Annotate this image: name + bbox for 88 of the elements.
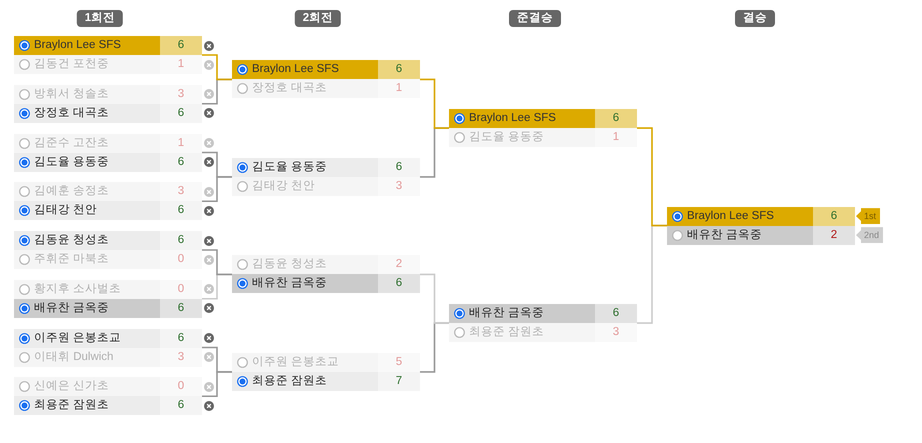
player-name: 김도율 용동중 (469, 130, 544, 146)
player-name: 최용준 잠원초 (252, 374, 328, 389)
match-card (14, 36, 202, 74)
score: 0 (160, 250, 202, 269)
player-name: 김동윤 청성초 (34, 233, 110, 248)
match-card (14, 182, 202, 220)
player-name: 김태강 천안 (252, 178, 316, 194)
bracket-line (420, 274, 449, 324)
score: 6 (160, 328, 202, 348)
player-name: Braylon Lee SFS (469, 111, 556, 126)
match-card (14, 280, 202, 318)
player-name: 배유찬 금옥중 (34, 300, 110, 316)
score: 6 (160, 396, 202, 416)
score: 1 (595, 128, 637, 148)
player-name: Braylon Lee SFS (252, 62, 339, 78)
player-name: 김동윤 청성초 (252, 257, 328, 272)
score: 3 (160, 182, 202, 202)
player-name: 이주원 은봉초교 (252, 354, 340, 370)
player-name: 장정호 대곡초 (34, 106, 110, 121)
score: 2 (378, 255, 420, 274)
rank-tag: 1st (856, 208, 880, 224)
player-name: 최용준 잠원초 (469, 325, 544, 340)
match-card (232, 352, 420, 391)
score: 6 (160, 201, 202, 220)
score: 0 (160, 377, 202, 396)
match-card (449, 304, 637, 342)
player-name: 김도율 용동중 (34, 154, 110, 170)
score: 6 (595, 109, 637, 128)
match-card (14, 328, 202, 366)
round-header: 2회전 (294, 10, 342, 27)
bracket-line (420, 78, 449, 129)
score: 3 (595, 323, 637, 342)
score: 6 (378, 274, 420, 294)
player-name: 방휘서 청솔초 (34, 86, 110, 102)
player-name: 김태강 천안 (34, 203, 98, 218)
score: 6 (160, 231, 202, 250)
score: 6 (160, 298, 202, 318)
player-name: 주휘준 마북초 (34, 252, 110, 267)
match-card (232, 60, 420, 98)
score: 0 (160, 280, 202, 299)
player-name: 장정호 대곡초 (252, 81, 328, 96)
score: 7 (378, 372, 420, 391)
score: 3 (378, 176, 420, 196)
score: 5 (378, 352, 420, 372)
match-card (667, 206, 855, 245)
score: 2 (813, 226, 855, 245)
player-name: Braylon Lee SFS (687, 208, 774, 224)
score: 6 (378, 158, 420, 177)
score: 3 (160, 84, 202, 104)
player-name: 신예은 신가초 (34, 379, 110, 394)
player-name: 이주원 은봉초교 (34, 330, 122, 346)
player-name: 김예훈 송정초 (34, 184, 110, 200)
score: 6 (378, 60, 420, 80)
match-card (449, 109, 637, 148)
bracket-line (202, 346, 232, 373)
bracket-line (202, 152, 232, 178)
player-name: 김동건 포천중 (34, 57, 110, 72)
match-card (14, 377, 202, 416)
player-name: 김준수 고잔초 (34, 136, 110, 150)
score: 1 (378, 79, 420, 98)
score: 6 (813, 206, 855, 226)
player-name: 이태휘 Dulwich (34, 350, 114, 364)
round-header: 1회전 (76, 10, 124, 27)
match-card (14, 134, 202, 172)
player-name: 최용준 잠원초 (34, 398, 110, 414)
score: 6 (160, 152, 202, 172)
player-name: 황지후 소사벌초 (34, 282, 122, 297)
match-card (232, 255, 420, 294)
bracket-line (637, 127, 667, 226)
round-header: 결승 (735, 10, 775, 27)
player-name: 배유찬 금옥중 (687, 228, 762, 243)
round-header: 준결승 (509, 10, 561, 27)
player-name: 배유찬 금옥중 (252, 276, 328, 292)
bracket-line (202, 249, 232, 276)
score: 3 (160, 348, 202, 366)
match-card (14, 84, 202, 123)
score: 6 (595, 304, 637, 324)
score: 1 (160, 134, 202, 152)
match-card (14, 231, 202, 269)
score: 6 (160, 36, 202, 55)
player-name: 김도율 용동중 (252, 160, 328, 175)
match-card (232, 158, 420, 196)
score: 1 (160, 55, 202, 74)
player-name: Braylon Lee SFS (34, 38, 121, 53)
player-name: 배유찬 금옥중 (469, 306, 544, 322)
score: 6 (160, 104, 202, 123)
rank-tag: 2nd (856, 227, 884, 244)
bracket-line (202, 54, 232, 80)
